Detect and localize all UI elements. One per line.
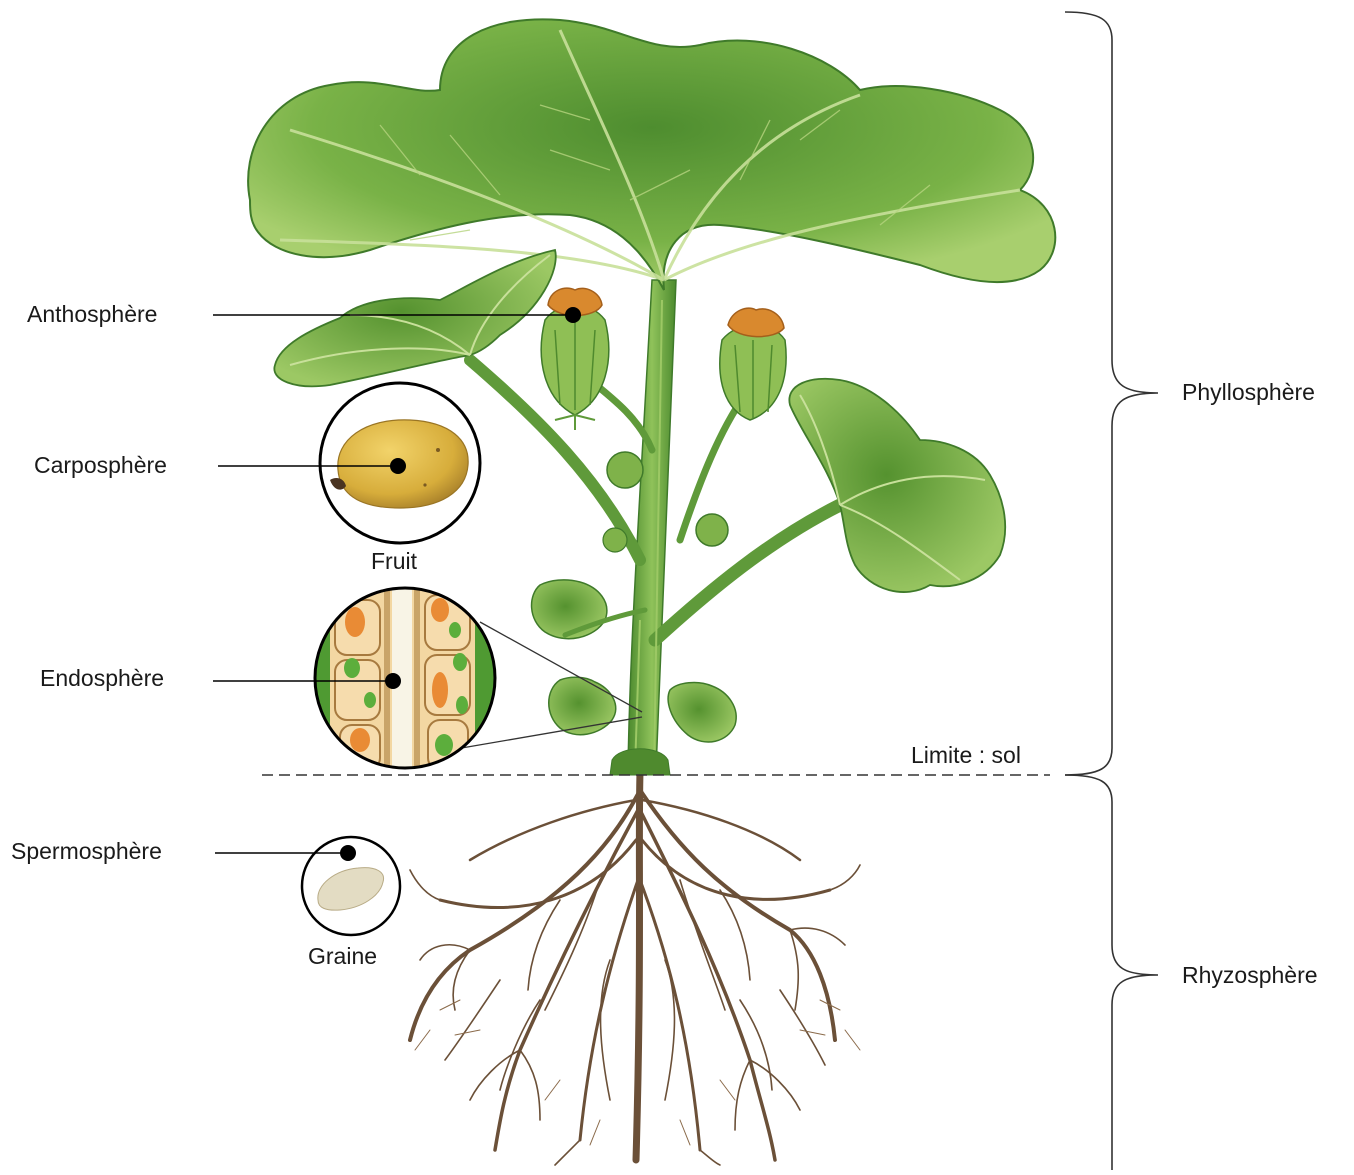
rhyzosphere-brace: [1065, 775, 1158, 1170]
carposphere-marker: [390, 458, 406, 474]
main-leaf: [248, 19, 1055, 290]
label-endosphere: Endosphère: [40, 667, 164, 690]
label-carposphere: Carposphère: [34, 454, 167, 477]
label-rhyzosphere: Rhyzosphère: [1182, 964, 1318, 987]
label-spermosphere: Spermosphère: [11, 840, 162, 863]
label-phyllosphere: Phyllosphère: [1182, 381, 1315, 404]
right-leaf: [789, 379, 1005, 592]
phyllosphere-brace: [1065, 12, 1158, 775]
label-soil-limit: Limite : sol: [911, 744, 1021, 767]
anthosphere-marker: [565, 307, 581, 323]
endosphere-marker: [385, 673, 401, 689]
label-seed: Graine: [308, 945, 377, 968]
spermosphere-marker: [340, 845, 356, 861]
label-fruit: Fruit: [371, 550, 417, 573]
root-system: [410, 772, 860, 1165]
left-leaf: [274, 250, 555, 386]
flower-right: [720, 308, 786, 420]
label-anthosphere: Anthosphère: [27, 303, 157, 326]
